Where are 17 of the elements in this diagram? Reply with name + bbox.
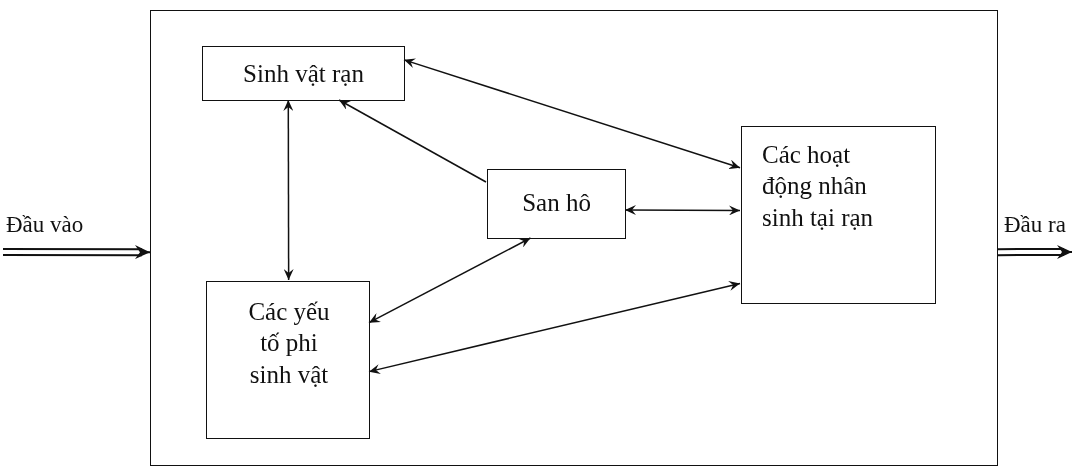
node-label: Sinh vật rạn bbox=[242, 59, 365, 89]
arrow bbox=[403, 58, 741, 170]
arrow bbox=[283, 99, 294, 281]
process-box bbox=[741, 126, 936, 304]
double-arrow bbox=[2, 245, 151, 260]
process-box bbox=[487, 169, 626, 239]
process-box bbox=[202, 46, 405, 101]
node-label: Các hoạt động nhân sinh tại rạn bbox=[762, 140, 875, 233]
arrow bbox=[624, 205, 741, 216]
arrow bbox=[368, 281, 741, 374]
double-arrow bbox=[997, 245, 1073, 260]
node-label: Các yếu tố phi sinh vật bbox=[247, 297, 331, 390]
system-boundary-box bbox=[150, 10, 998, 466]
process-box bbox=[206, 281, 370, 439]
arrow bbox=[368, 237, 532, 324]
node-label: San hô bbox=[521, 188, 592, 218]
arrow bbox=[338, 99, 487, 183]
